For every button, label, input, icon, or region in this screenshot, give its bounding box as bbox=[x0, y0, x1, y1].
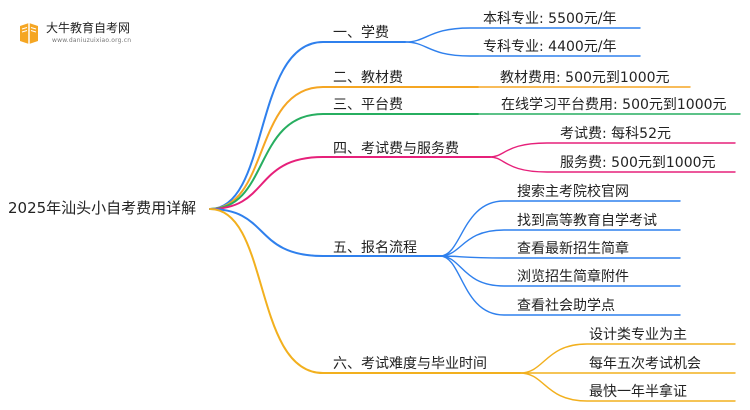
link-branch-6-leaf-1 bbox=[519, 343, 736, 374]
leaf-reg-step-3: 查看最新招生简章 bbox=[517, 241, 629, 257]
link-root-branch-4 bbox=[209, 156, 491, 210]
leaf-reg-step-2: 找到高等教育自学考试 bbox=[517, 213, 657, 229]
link-root-branch-6 bbox=[209, 208, 521, 374]
leaf-reg-step-4: 浏览招生简章附件 bbox=[517, 269, 629, 285]
branch-platform: 三、平台费 bbox=[333, 97, 403, 113]
link-branch-6-leaf-3 bbox=[519, 372, 736, 402]
link-branch-5-leaf-3 bbox=[439, 255, 681, 259]
watermark-brand: 大牛教育自考网 bbox=[46, 21, 131, 35]
leaf-tuition-undergrad: 本科专业: 5500元/年 bbox=[483, 11, 617, 27]
leaf-tuition-college: 专科专业: 4400元/年 bbox=[483, 39, 617, 55]
link-branch-1-leaf-2 bbox=[404, 41, 641, 57]
branch-textbook: 二、教材费 bbox=[333, 70, 403, 86]
link-branch-5-leaf-2 bbox=[439, 229, 681, 257]
link-branch-1-leaf-1 bbox=[404, 27, 641, 43]
branch-exam-service: 四、考试费与服务费 bbox=[333, 141, 459, 157]
leaf-platform-cost: 在线学习平台费用: 500元到1000元 bbox=[501, 97, 727, 113]
link-root-branch-3 bbox=[209, 113, 479, 210]
link-branch-5-leaf-4 bbox=[439, 255, 681, 287]
book-logo-icon bbox=[20, 23, 38, 44]
leaf-reg-step-5: 查看社会助学点 bbox=[517, 298, 615, 314]
leaf-exam-fee: 考试费: 每科52元 bbox=[560, 126, 671, 142]
link-branch-5-leaf-1 bbox=[439, 200, 681, 257]
leaf-textbook-cost: 教材费用: 500元到1000元 bbox=[500, 70, 670, 86]
leaf-service-fee: 服务费: 500元到1000元 bbox=[560, 155, 716, 171]
branch-registration: 五、报名流程 bbox=[333, 240, 417, 256]
link-root-branch-5 bbox=[209, 208, 441, 257]
link-root-branch-1 bbox=[209, 41, 406, 210]
leaf-difficulty-1: 设计类专业为主 bbox=[589, 327, 687, 343]
branch-tuition: 一、学费 bbox=[333, 25, 389, 41]
root-topic: 2025年汕头小自考费用详解 bbox=[8, 199, 197, 217]
link-branch-4-leaf-1 bbox=[489, 142, 736, 158]
leaf-difficulty-3: 最快一年半拿证 bbox=[589, 384, 687, 400]
leaf-reg-step-1: 搜索主考院校官网 bbox=[517, 184, 629, 200]
leaf-difficulty-2: 每年五次考试机会 bbox=[589, 356, 701, 372]
watermark-site: www.daniuzuixiao.org.cn bbox=[52, 37, 132, 44]
link-root-branch-2 bbox=[209, 86, 479, 210]
link-branch-4-leaf-2 bbox=[489, 156, 736, 173]
link-branch-5-leaf-5 bbox=[439, 255, 681, 316]
branch-difficulty: 六、考试难度与毕业时间 bbox=[333, 356, 487, 372]
